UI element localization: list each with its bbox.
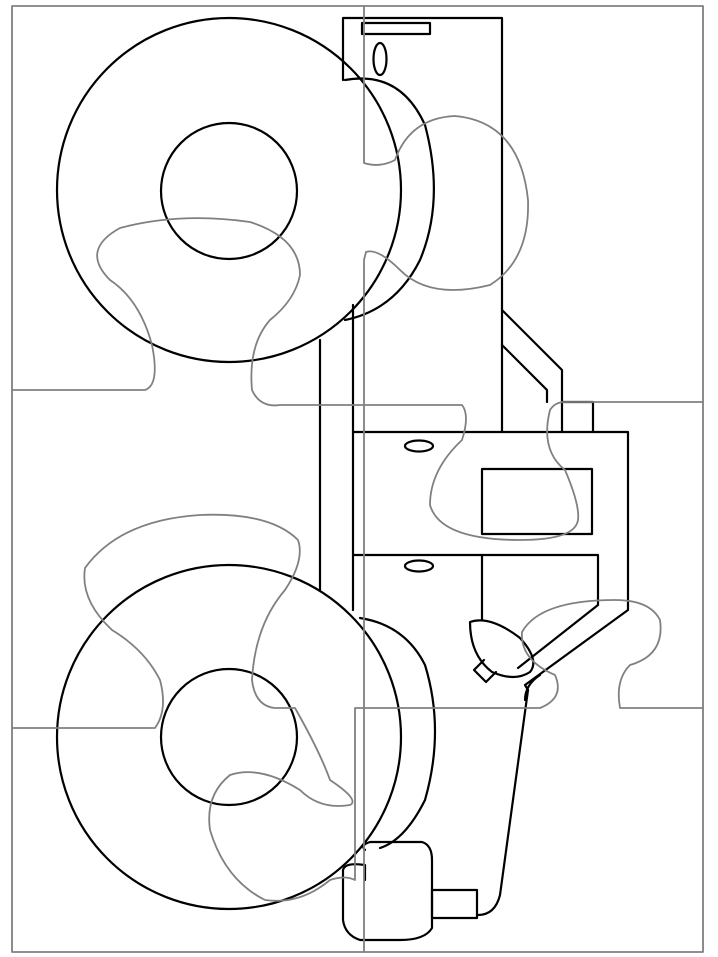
cab-roof-light — [360, 21, 432, 36]
hood-bolt-lower — [403, 559, 435, 573]
cut-line-lower — [11, 513, 704, 902]
cab-body — [341, 16, 504, 434]
exhaust-pipe — [500, 308, 595, 434]
cab-roof-window — [372, 41, 388, 77]
tractor-drawing — [55, 16, 630, 942]
hood-bolt-upper — [403, 439, 435, 453]
front-axle-arm — [476, 673, 542, 917]
upper-wheel-hub — [159, 121, 299, 261]
puzzle-cut-lines — [11, 5, 704, 953]
lower-wheel-tread — [358, 616, 437, 850]
cut-line-vertical — [363, 5, 529, 953]
headlight — [468, 619, 535, 679]
cut-line-upper — [11, 217, 704, 541]
front-hitch — [430, 888, 479, 920]
front-weight — [341, 840, 434, 942]
puzzle-border — [11, 5, 704, 953]
upper-wheel — [55, 16, 435, 364]
grille-panel — [480, 467, 594, 536]
upper-wheel-tread — [343, 77, 435, 322]
headlight-mount — [472, 658, 498, 684]
upper-wheel-tire — [55, 16, 403, 364]
frame-rails — [318, 303, 355, 612]
engine-hood — [351, 430, 630, 692]
lower-wheel-tire — [55, 563, 403, 911]
lower-wheel-hub — [159, 667, 299, 807]
lower-wheel — [55, 563, 437, 911]
